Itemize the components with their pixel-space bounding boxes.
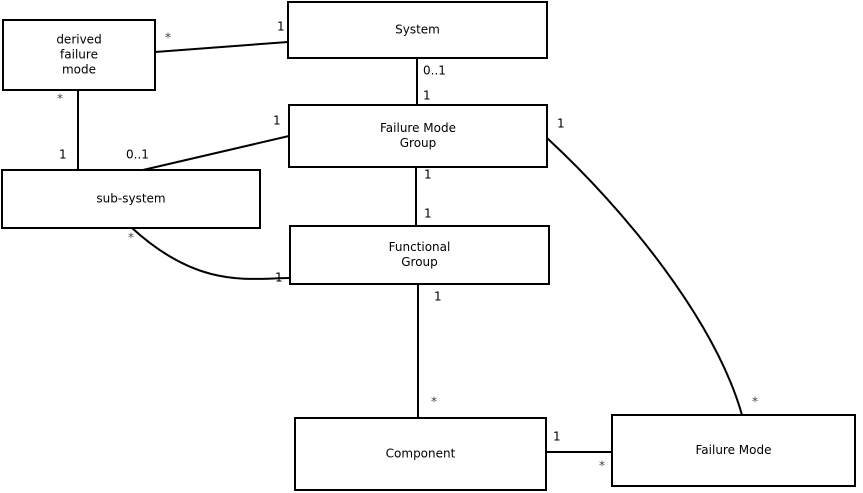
class-box-rect[interactable] <box>294 417 547 491</box>
associations-layer <box>77 41 743 453</box>
class-box-label: Group <box>401 255 438 269</box>
association-line <box>142 135 290 171</box>
class-box-rect[interactable] <box>288 104 548 168</box>
class-box-sub-system[interactable]: sub-system <box>1 169 261 229</box>
multiplicity-label: 1 <box>423 89 431 103</box>
class-box-label: Functional <box>389 240 451 254</box>
class-box-component[interactable]: Component <box>294 417 547 491</box>
association-line <box>154 41 289 53</box>
class-box-label: Group <box>400 136 437 150</box>
multiplicity-label: 1 <box>277 20 285 34</box>
class-box-rect[interactable] <box>287 1 548 59</box>
class-box-label: failure <box>60 48 98 62</box>
multiplicity-label: * <box>599 459 605 473</box>
multiplicity-label: 1 <box>553 430 561 444</box>
class-box-label: sub-system <box>96 192 165 206</box>
multiplicity-label: 1 <box>434 290 442 304</box>
class-box-rect[interactable] <box>611 414 856 487</box>
class-box-label: Component <box>386 447 456 461</box>
multiplicity-label: * <box>165 31 171 45</box>
class-box-rect[interactable] <box>1 169 261 229</box>
association-line <box>131 227 291 280</box>
class-box-failure-mode[interactable]: Failure Mode <box>611 414 856 487</box>
multiplicity-label: 1 <box>59 148 67 162</box>
class-box-rect[interactable] <box>289 225 550 285</box>
class-box-label: Failure Mode <box>696 443 772 457</box>
class-box-label: mode <box>62 63 96 77</box>
multiplicity-label: 1 <box>424 207 432 221</box>
multiplicity-label: 0..1 <box>423 64 446 78</box>
multiplicity-label: 1 <box>273 114 281 128</box>
multiplicity-label: 1 <box>424 168 432 182</box>
multiplicity-label: * <box>752 395 758 409</box>
multiplicity-label: * <box>57 92 63 106</box>
class-box-label: derived <box>56 33 101 47</box>
multiplicity-label: 0..1 <box>126 148 149 162</box>
multiplicity-label: 1 <box>557 117 565 131</box>
multiplicity-labels-layer: * 1 * 1 0..1 1 0..1 1 1 1 * 1 1 * 1 * 1 * <box>57 20 758 473</box>
class-box-rect[interactable] <box>2 19 156 91</box>
class-box-label: Failure Mode <box>380 121 456 135</box>
multiplicity-label: 1 <box>275 271 283 285</box>
multiplicity-label: * <box>431 395 437 409</box>
multiplicity-label: * <box>128 231 134 245</box>
association-line <box>546 137 743 416</box>
class-box-system[interactable]: System <box>287 1 548 59</box>
class-box-label: System <box>395 23 440 37</box>
